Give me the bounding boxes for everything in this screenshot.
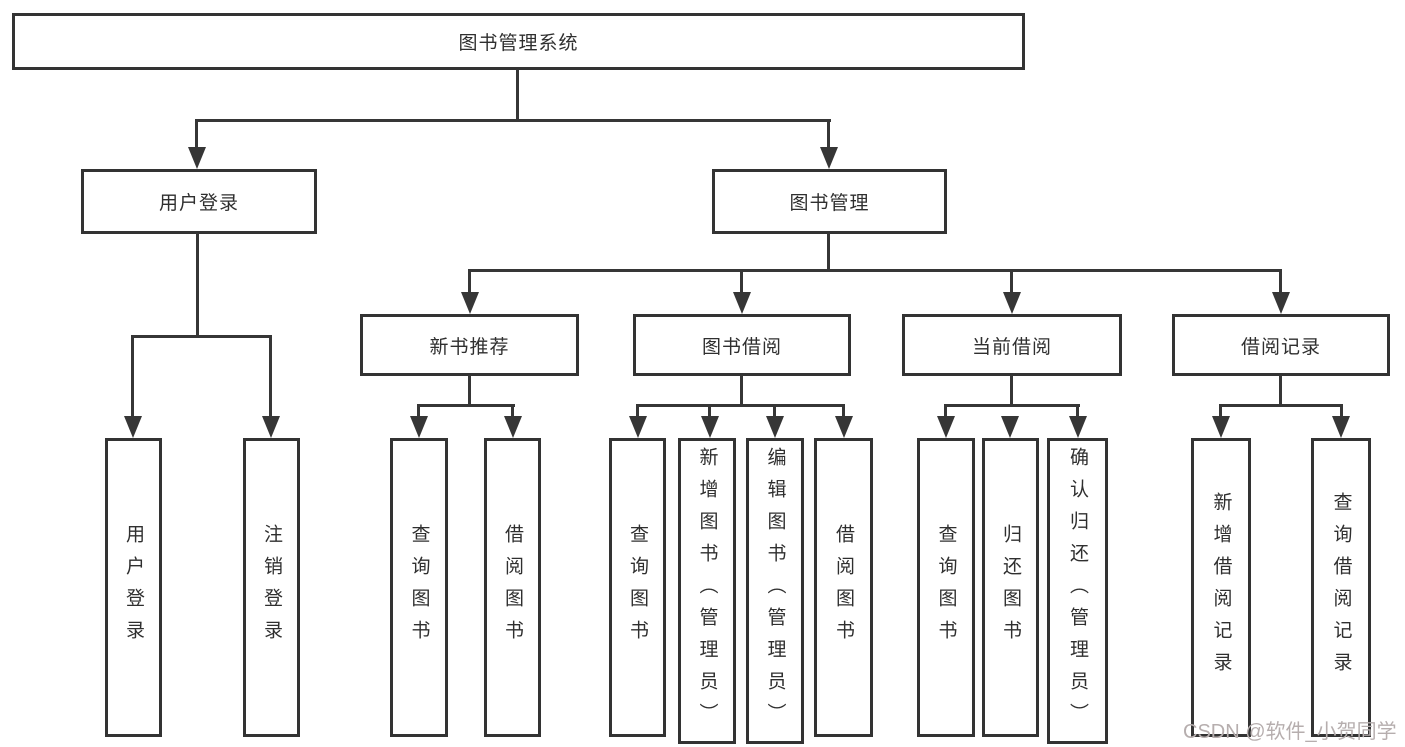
leaf-recommend-query-books-label: 查询图书 xyxy=(408,523,430,652)
leaf-recommend-borrow-books-label: 借阅图书 xyxy=(502,523,523,652)
node-book-management-label: 图书管理 xyxy=(789,193,870,214)
connector-vline xyxy=(131,335,134,420)
connector-vline xyxy=(1076,404,1079,420)
arrow-down-icon xyxy=(1332,416,1350,438)
leaf-recommend-query-books: 查询图书 xyxy=(390,438,448,737)
connector-vline xyxy=(468,269,471,296)
connector-vline xyxy=(195,119,198,151)
arrow-down-icon xyxy=(629,416,647,438)
connector-vline xyxy=(1219,404,1222,420)
connector-vline xyxy=(269,335,272,420)
connector-vline xyxy=(1010,375,1013,407)
leaf-borrowing-edit-books-admin-label: 编辑图书（管理员） xyxy=(764,447,786,735)
connector-vline xyxy=(827,119,830,151)
connector-vline xyxy=(196,233,199,337)
node-book-management: 图书管理 xyxy=(712,169,947,234)
node-book-borrowing: 图书借阅 xyxy=(633,314,851,376)
connector-vline xyxy=(417,404,420,420)
connector-hline xyxy=(196,119,831,122)
arrow-down-icon xyxy=(124,416,142,438)
leaf-borrowing-add-books-admin: 新增图书（管理员） xyxy=(678,438,736,744)
leaf-logout: 注销登录 xyxy=(243,438,300,737)
leaf-records-query-record: 查询借阅记录 xyxy=(1311,438,1371,737)
leaf-current-query-books: 查询图书 xyxy=(917,438,975,737)
connector-vline xyxy=(511,404,514,420)
connector-vline xyxy=(842,404,845,420)
arrow-down-icon xyxy=(1003,292,1021,314)
arrow-down-icon xyxy=(461,292,479,314)
node-root-label: 图书管理系统 xyxy=(458,33,579,54)
leaf-current-return-books-label: 归还图书 xyxy=(1000,523,1021,652)
connector-vline xyxy=(773,404,776,420)
leaf-logout-label: 注销登录 xyxy=(261,523,282,652)
connector-vline xyxy=(740,269,743,296)
arrow-down-icon xyxy=(1212,416,1230,438)
arrow-down-icon xyxy=(820,147,838,169)
leaf-current-query-books-label: 查询图书 xyxy=(935,523,957,652)
leaf-borrowing-edit-books-admin: 编辑图书（管理员） xyxy=(746,438,804,744)
connector-vline xyxy=(944,404,947,420)
connector-vline xyxy=(708,404,711,420)
node-borrowing-records: 借阅记录 xyxy=(1172,314,1390,376)
arrow-down-icon xyxy=(733,292,751,314)
node-user-login: 用户登录 xyxy=(81,169,317,234)
connector-hline xyxy=(131,335,272,338)
leaf-borrowing-query-books: 查询图书 xyxy=(609,438,666,737)
connector-hline xyxy=(468,269,1282,272)
node-borrowing-records-label: 借阅记录 xyxy=(1240,336,1321,358)
arrow-down-icon xyxy=(937,416,955,438)
connector-vline xyxy=(1279,269,1282,296)
arrow-down-icon xyxy=(504,416,522,438)
node-root: 图书管理系统 xyxy=(12,13,1025,70)
node-new-book-recommend-label: 新书推荐 xyxy=(429,336,510,358)
leaf-borrowing-add-books-admin-label: 新增图书（管理员） xyxy=(696,447,718,735)
connector-vline xyxy=(1010,269,1013,296)
node-new-book-recommend: 新书推荐 xyxy=(360,314,579,376)
csdn-watermark: CSDN @软件_小贺同学 xyxy=(1183,721,1397,743)
connector-hline xyxy=(417,404,515,407)
connector-vline xyxy=(740,375,743,407)
leaf-user-login: 用户登录 xyxy=(105,438,162,737)
connector-hline xyxy=(1219,404,1343,407)
arrow-down-icon xyxy=(262,416,280,438)
leaf-records-add-record: 新增借阅记录 xyxy=(1191,438,1251,737)
arrow-down-icon xyxy=(188,147,206,169)
arrow-down-icon xyxy=(766,416,784,438)
connector-hline xyxy=(636,404,845,407)
connector-vline xyxy=(827,233,830,272)
arrow-down-icon xyxy=(410,416,428,438)
arrow-down-icon xyxy=(701,416,719,438)
leaf-borrowing-borrow-books: 借阅图书 xyxy=(814,438,873,737)
node-current-borrowing: 当前借阅 xyxy=(902,314,1122,376)
connector-vline xyxy=(1279,375,1282,407)
leaf-user-login-label: 用户登录 xyxy=(123,523,144,652)
leaf-records-query-record-label: 查询借阅记录 xyxy=(1330,491,1352,684)
node-book-borrowing-label: 图书借阅 xyxy=(701,336,782,358)
leaf-records-add-record-label: 新增借阅记录 xyxy=(1210,491,1232,684)
arrow-down-icon xyxy=(1272,292,1290,314)
leaf-borrowing-borrow-books-label: 借阅图书 xyxy=(833,523,854,652)
leaf-current-confirm-return-admin: 确认归还（管理员） xyxy=(1047,438,1108,744)
connector-vline xyxy=(636,404,639,420)
leaf-borrowing-query-books-label: 查询图书 xyxy=(627,523,648,652)
leaf-current-return-books: 归还图书 xyxy=(982,438,1039,737)
connector-hline xyxy=(944,404,1080,407)
arrow-down-icon xyxy=(835,416,853,438)
connector-vline xyxy=(516,69,519,122)
leaf-recommend-borrow-books: 借阅图书 xyxy=(484,438,541,737)
arrow-down-icon xyxy=(1001,416,1019,438)
node-current-borrowing-label: 当前借阅 xyxy=(971,336,1052,358)
connector-vline xyxy=(1340,404,1343,420)
leaf-current-confirm-return-admin-label: 确认归还（管理员） xyxy=(1067,447,1088,735)
node-user-login-label: 用户登录 xyxy=(158,193,239,214)
connector-vline xyxy=(468,375,471,407)
arrow-down-icon xyxy=(1069,416,1087,438)
